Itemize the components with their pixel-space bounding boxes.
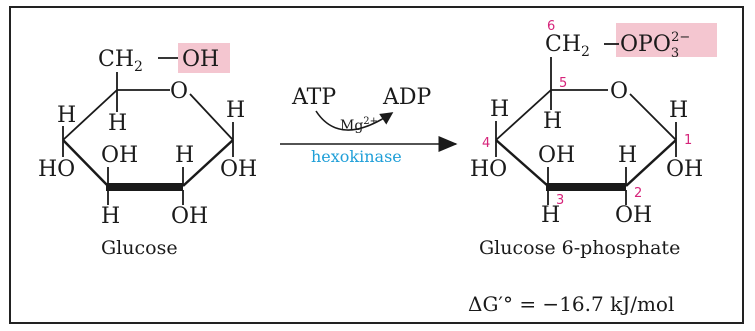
glucose-name: Glucose [101,237,178,259]
glucose-ring-o-c1 [189,93,234,141]
phosphate-group: OPO32− [620,30,690,61]
glucose-6-phosphate-structure: 6 CH2 OPO32− 5 O H 4 HO H H 1 OH OH 3 [470,19,717,259]
glucose-h-c2: H [175,143,194,168]
product-ring-o: O [610,79,628,104]
product-h-c3: H [541,203,560,228]
glucose-h-c3: H [101,204,120,229]
glucose-ring-o: O [170,79,188,104]
carbon-number-1: 1 [684,133,692,148]
glucose-oh-c1: OH [220,157,257,182]
product-h-c4: H [490,97,509,122]
product-name: Glucose 6-phosphate [479,237,680,259]
product-ring-o-c1 [629,93,677,141]
figure-frame [9,6,744,324]
glucose-oh-c6: OH [182,47,219,72]
product-oh-c2: OH [615,203,652,228]
glucose-h-c1: H [226,98,245,123]
glucose-h-c4: H [57,103,76,128]
carbon-number-3: 3 [556,193,564,208]
glucose-structure: CH2 OH O H HO H H OH OH H H O [38,43,257,259]
product-ring-c4-c3 [495,139,549,187]
product-ring-c2-c1 [625,139,677,187]
glucose-oh-c3: OH [101,143,138,168]
atp-adp-curve [315,110,394,131]
glucose-ring-c2-c1 [182,139,234,187]
carbon-number-6: 6 [547,19,555,34]
carbon-number-4: 4 [482,136,490,151]
glucose-h-c5: H [108,111,127,136]
oh-highlight-box [178,43,230,73]
glucose-ring-c4-c3 [62,139,109,187]
product-ch2-label: CH2 [545,32,590,60]
glucose-ring-c5-c4 [62,89,118,141]
delta-g-label: ΔG′° = −16.7 kJ/mol [468,292,674,316]
product-ring-c5-c4 [495,89,552,141]
glucose-ring-c3-c2 [106,183,183,191]
reaction-arrow-group: ATP ADP Mg2+ hexokinase [280,85,458,166]
carbon-number-2: 2 [634,186,642,201]
product-oh-c1: OH [666,157,703,182]
glucose-ho-c4: HO [38,157,75,182]
carbon-number-5: 5 [559,76,567,91]
glucose-oh-c2: OH [171,204,208,229]
atp-label: ATP [291,85,336,110]
product-oh-c3: OH [538,143,575,168]
adp-label: ADP [382,85,432,110]
product-ho-c4: HO [470,157,507,182]
product-h-c2: H [618,143,637,168]
product-ring-c3-c2 [546,183,626,191]
glucose-ch2-label: CH2 [98,47,143,75]
phosphate-highlight-box [616,23,717,57]
product-h-c5: H [543,109,562,134]
mg-label: Mg2+ [340,116,378,134]
enzyme-label: hexokinase [311,147,402,166]
product-h-c1: H [669,98,688,123]
